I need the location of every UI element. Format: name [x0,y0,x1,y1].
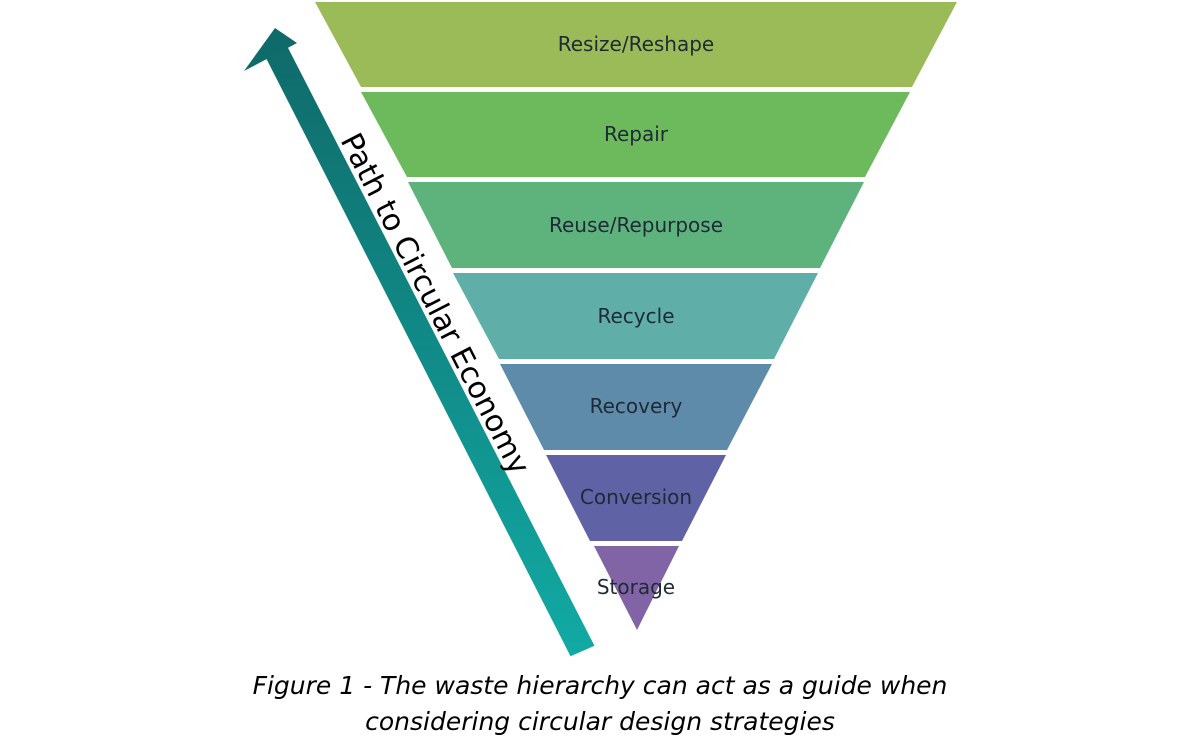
tier-repair: Repair [361,92,910,177]
tier-label: Repair [604,122,669,146]
pyramid: Resize/Reshape Repair Reuse/Repurpose Re… [315,2,957,630]
tier-shape [594,546,679,630]
caption-line-2: considering circular design strategies [365,707,835,736]
tier-label: Conversion [580,485,692,509]
tier-recycle: Recycle [453,273,818,359]
arrow-head [244,28,297,71]
tier-shape [453,273,818,359]
tier-resize-reshape: Resize/Reshape [315,2,957,87]
tier-conversion: Conversion [546,455,726,541]
tier-shape [315,2,957,87]
caption-line-1: Figure 1 - The waste hierarchy can act a… [252,671,948,700]
tier-shape [500,364,772,450]
tier-storage: Storage [594,546,679,630]
arrow-shaft [264,43,595,657]
tier-shape [408,182,864,268]
tier-label: Reuse/Repurpose [549,213,723,237]
tier-label: Storage [597,575,675,599]
tier-label: Recycle [598,304,675,328]
waste-hierarchy-diagram: Path to Circular Economy Resize/Reshape … [244,2,957,657]
figure-caption: Figure 1 - The waste hierarchy can act a… [0,668,1200,740]
tier-reuse-repurpose: Reuse/Repurpose [408,182,864,268]
tier-shape [361,92,910,177]
tier-label: Recovery [590,394,683,418]
tier-recovery: Recovery [500,364,772,450]
tier-label: Resize/Reshape [558,32,714,56]
tier-shape [546,455,726,541]
